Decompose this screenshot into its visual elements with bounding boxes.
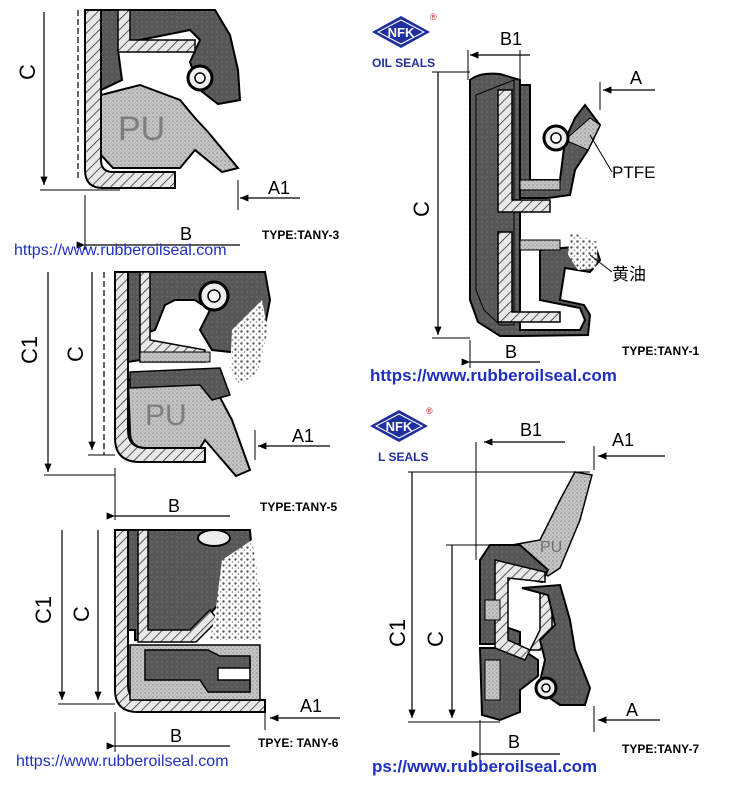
pu-label: PU <box>540 539 562 556</box>
diagram-tany6: C1 C A1 B <box>31 529 340 752</box>
dim-c1: C1 <box>31 596 56 624</box>
website-link-tany7[interactable]: ps://www.rubberoilseal.com <box>372 757 598 776</box>
dim-a1: A1 <box>612 430 634 450</box>
inner-insert <box>137 529 220 643</box>
dim-b: B <box>508 732 520 752</box>
pu-label: PU <box>145 399 187 432</box>
dim-c: C <box>69 606 94 622</box>
dim-c: C <box>423 631 448 647</box>
dim-a1: A1 <box>292 426 314 446</box>
metal-case <box>84 9 176 189</box>
grease-fill <box>210 540 262 640</box>
dim-a: A <box>626 700 638 720</box>
logo-subtitle: OIL SEALS <box>372 56 436 70</box>
pu-lip <box>100 83 240 174</box>
dim-b: B <box>180 224 192 244</box>
dim-c1: C1 <box>17 336 42 364</box>
dim-c1: C1 <box>385 619 410 647</box>
website-link-tany1[interactable]: https://www.rubberoilseal.com <box>370 366 617 385</box>
dim-b: B <box>505 342 517 362</box>
registered-mark-2: ® <box>426 406 433 416</box>
diagram-tany1: B1 A C PTFE 黄油 B <box>409 29 655 368</box>
type-label-tany5: TYPE:TANY-5 <box>260 500 338 514</box>
logo-text: NFK <box>388 25 415 40</box>
type-label-tany1: TYPE:TANY-1 <box>622 344 700 358</box>
type-label-tany7: TYPE:TANY-7 <box>622 742 700 756</box>
grease-label: 黄油 <box>612 265 646 284</box>
dim-b: B <box>168 496 180 516</box>
dim-b: B <box>170 726 182 746</box>
grease-fill <box>568 232 598 270</box>
website-link-tany3[interactable]: https://www.rubberoilseal.com <box>14 242 227 259</box>
type-label-tany3: TYPE:TANY-3 <box>262 228 340 242</box>
diagram-tany5: PU C1 C A1 B <box>17 271 330 520</box>
rubber-body <box>479 544 550 645</box>
logo-text-2: NFK <box>386 419 413 434</box>
dim-b1: B1 <box>500 29 522 49</box>
type-label-tany6: TPYE: TANY-6 <box>258 736 339 750</box>
pu-lip <box>126 379 252 478</box>
grease-fill <box>230 300 268 385</box>
logo-subtitle-2: L SEALS <box>378 450 429 464</box>
diagram-tany7: PU B1 A1 C1 C A B <box>385 420 665 760</box>
website-link-tany6[interactable]: https://www.rubberoilseal.com <box>16 753 229 770</box>
inner-insert <box>497 89 551 213</box>
dim-a: A <box>630 68 642 88</box>
dim-c: C <box>63 346 88 362</box>
dim-c: C <box>15 64 40 80</box>
inner-insert <box>117 9 196 53</box>
metal-case <box>114 271 206 463</box>
nfk-logo-2: NFK <box>368 408 428 442</box>
dim-c: C <box>409 201 434 217</box>
registered-mark: ® <box>430 12 437 22</box>
dim-b1: B1 <box>520 420 542 440</box>
inner-insert <box>494 559 546 661</box>
pu-label: PU <box>118 110 165 148</box>
metal-case <box>114 529 266 713</box>
nfk-logo: NFK <box>370 14 430 48</box>
ptfe-label: PTFE <box>612 163 655 182</box>
dim-a1: A1 <box>268 178 290 198</box>
dim-a1: A1 <box>300 696 322 716</box>
diagram-tany3: PU C A1 B <box>15 9 300 250</box>
